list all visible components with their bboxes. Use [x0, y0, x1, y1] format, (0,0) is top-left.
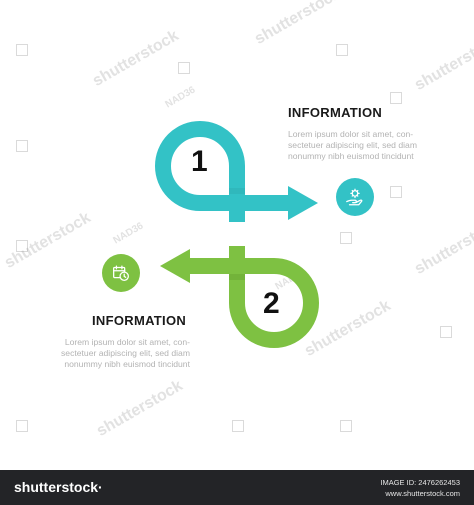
step-2-description-line: Lorem ipsum dolor sit amet, con-: [64, 337, 190, 347]
watermark-square: [16, 420, 28, 432]
step-1-arrowhead: [288, 186, 318, 220]
step-2-description: Lorem ipsum dolor sit amet, con- sectetu…: [61, 337, 190, 370]
step-1-number: 1: [191, 145, 208, 178]
watermark-square: [16, 140, 28, 152]
clock-calendar-icon: [113, 265, 129, 281]
step-1-description: Lorem ipsum dolor sit amet, con- sectetu…: [288, 129, 417, 162]
watermark-square: [340, 420, 352, 432]
shutterstock-logo: shutterstock·: [14, 479, 103, 495]
watermark-square: [440, 326, 452, 338]
watermark-square: [336, 44, 348, 56]
step-2-description-line: sectetuer adipiscing elit, sed diam: [61, 348, 190, 358]
loop-arrows-diagram: [155, 121, 319, 348]
watermark-square: [178, 62, 190, 74]
step-1-description-line: Lorem ipsum dolor sit amet, con-: [288, 129, 414, 139]
step-2-number: 2: [263, 287, 280, 320]
watermark-square: [340, 232, 352, 244]
watermark-square: [232, 420, 244, 432]
watermark-square: [16, 44, 28, 56]
hand-gear-icon: [346, 188, 363, 206]
stock-footer-bar: shutterstock· IMAGE ID: 2476262453 www.s…: [0, 470, 474, 505]
footer-url: www.shutterstock.com: [385, 489, 460, 498]
step-2-title: INFORMATION: [92, 313, 187, 328]
step-1-description-line: nonummy nibh euismod tincidunt: [288, 151, 414, 161]
step-1-title: INFORMATION: [288, 105, 383, 120]
watermark-square: [390, 186, 402, 198]
step-1-description-line: sectetuer adipiscing elit, sed diam: [288, 140, 417, 150]
infographic-canvas: shutterstock shutterstock shutterstock s…: [1, 0, 474, 440]
step-2-description-line: nonummy nibh euismod tincidunt: [64, 359, 190, 369]
step-1-loop-arrow: [155, 121, 318, 222]
step-1-icon-circle: [336, 178, 374, 216]
step-2-icon-circle: [102, 254, 140, 292]
image-id-label: IMAGE ID: 2476262453: [380, 478, 460, 487]
watermark-square: [16, 240, 28, 252]
watermark-square: [390, 92, 402, 104]
step-2-arrowhead: [160, 249, 190, 283]
step-2-loop-arrow: [160, 246, 319, 348]
